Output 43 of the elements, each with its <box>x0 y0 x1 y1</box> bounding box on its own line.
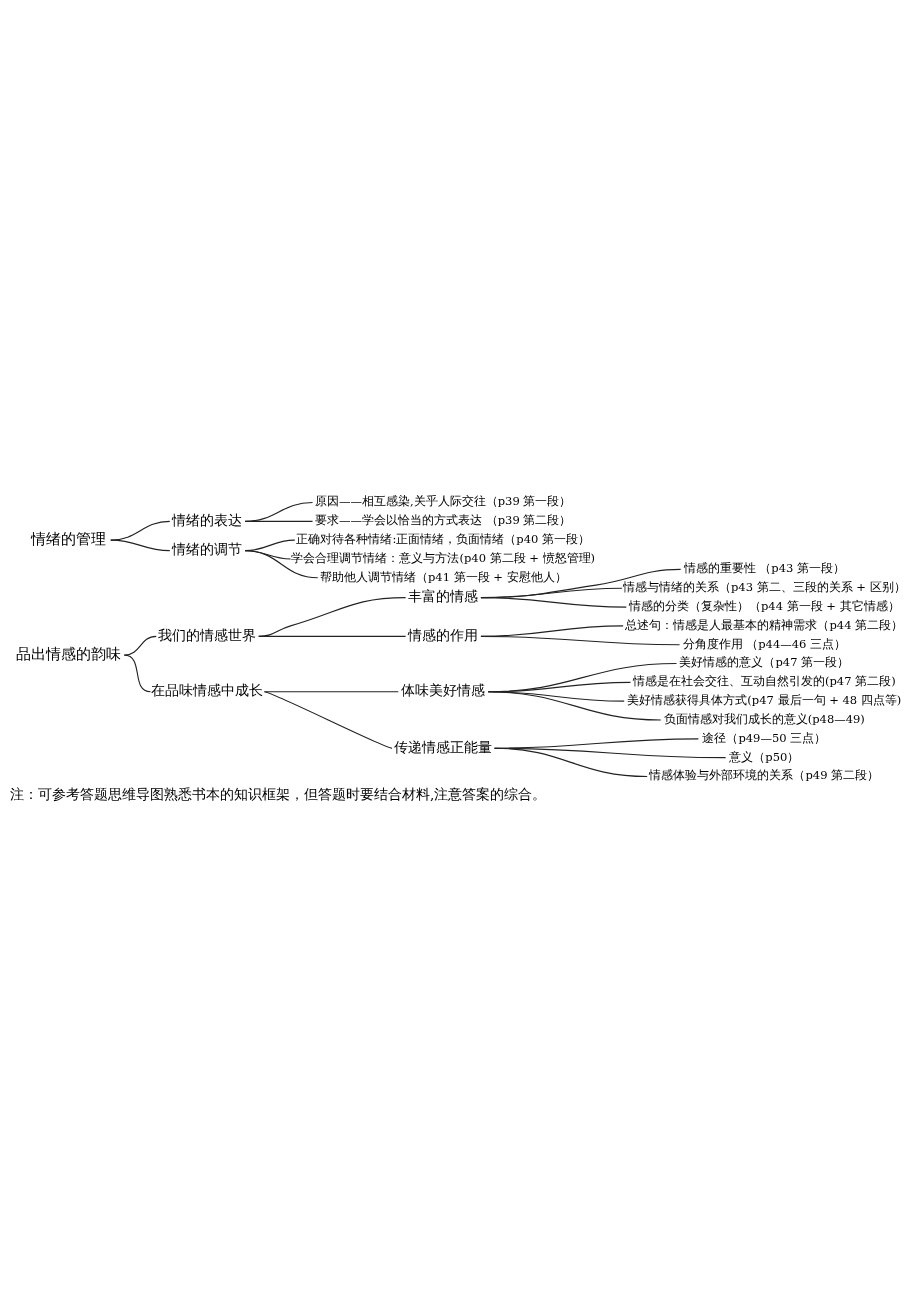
connector <box>487 691 662 721</box>
node-text: 我们的情感世界 <box>158 626 257 643</box>
node-text: 学会合理调节情绪：意义与方法(p40 第二段 + 愤怒管理) <box>291 550 596 565</box>
node-text: 传递情感正能量 <box>394 738 493 755</box>
caption: 注：可参考答题思维导图熟悉书本的知识框架，但答题时要结合材料,注意答案的综合。 <box>9 785 547 802</box>
connector <box>258 635 407 637</box>
node-text: 情感是在社会交往、互动自然引发的(p47 第二段) <box>633 674 896 689</box>
node-text: 意义（p50） <box>729 749 800 764</box>
connector <box>123 654 152 693</box>
node-text: 情绪的调节 <box>172 541 243 558</box>
node-text: 总述句：情感是人最基本的精神需求（p44 第二段） <box>625 617 904 632</box>
connector <box>110 520 171 541</box>
connector <box>258 597 407 637</box>
node-text: 美好情感获得具体方式(p47 最后一句 + 48 四点等) <box>627 693 902 708</box>
node-text: 原因——相互感染,关乎人际交往（p39 第一段） <box>315 494 572 509</box>
node-text: 分角度作用 （p44—46 三点） <box>682 636 847 651</box>
node-text: 情感体验与外部环境的关系（p49 第二段） <box>649 768 880 783</box>
connector <box>480 635 681 646</box>
node-text: 体味美好情感 <box>401 682 486 699</box>
node-text: 情感的分类（复杂性）（p44 第一段 + 其它情感） <box>629 599 900 614</box>
connector <box>244 520 314 522</box>
node-text: 情绪的表达 <box>172 511 243 528</box>
node-text: 丰富的情感 <box>408 588 479 605</box>
node-text: 情感的重要性 （p43 第一段） <box>683 561 845 576</box>
node-text: 美好情感的意义（p47 第一段） <box>679 655 850 670</box>
connector <box>110 539 171 552</box>
node-text: 帮助他人调节情绪（p41 第一段 + 安慰他人） <box>319 569 567 584</box>
node-text: 在品味情感中成长 <box>151 682 264 699</box>
node-text: 途径（p49—50 三点） <box>702 730 827 745</box>
connector <box>493 747 648 778</box>
connector <box>480 597 627 608</box>
node-text: 品出情感的韵味 <box>16 645 122 663</box>
node-text: 要求——学会以恰当的方式表达 （p39 第二段） <box>315 513 572 528</box>
connector <box>244 550 319 579</box>
connector <box>244 501 314 522</box>
connector <box>123 635 157 656</box>
node-text: 情感与情绪的关系（p43 第二、三段的关系 + 区别） <box>623 580 906 595</box>
node-text: 正确对待各种情绪:正面情绪，负面情绪（p40 第一段） <box>296 532 591 547</box>
node-text: 负面情感对我们成长的意义(p48—49) <box>663 711 865 726</box>
connector <box>263 691 393 749</box>
connector <box>263 691 399 693</box>
node-text: 情感的作用 <box>408 626 479 643</box>
node-text: 情绪的管理 <box>31 530 107 548</box>
